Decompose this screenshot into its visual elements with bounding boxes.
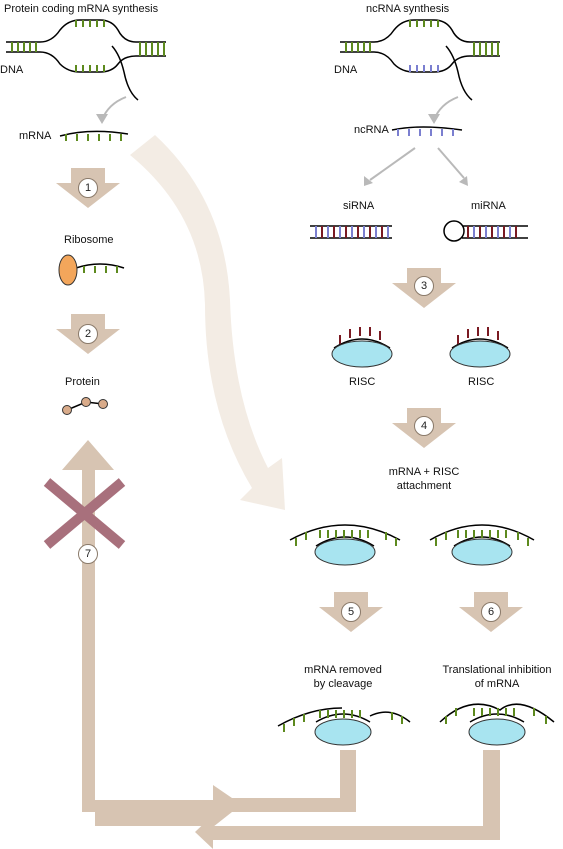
sirna-rungs-blue xyxy=(315,226,389,238)
right-dna-rungs-a xyxy=(345,42,371,52)
inhibition-pairs xyxy=(473,708,515,716)
inhibition-mrna xyxy=(439,703,555,723)
risc-label-right: RISC xyxy=(468,376,495,388)
right-dna-top-strand xyxy=(340,19,500,43)
ribosome-label: Ribosome xyxy=(64,234,114,246)
cleavage-pairs xyxy=(319,710,361,718)
ncrna-bases xyxy=(397,129,454,136)
ribosome-mrna-bases xyxy=(83,266,118,273)
step-badge-1: 1 xyxy=(78,178,98,198)
ncrna-label: ncRNA xyxy=(354,124,389,136)
small-arrow-to-mirna xyxy=(437,147,468,186)
attach-right-mrna xyxy=(429,524,535,541)
left-dna-bubble-bottom xyxy=(75,65,105,72)
left-dna-bubble-top xyxy=(75,20,105,27)
curved-flow-arrow xyxy=(130,135,285,510)
left-dna-label: DNA xyxy=(0,64,24,76)
step-badge-4: 4 xyxy=(414,416,434,436)
step-badge-6: 6 xyxy=(481,602,501,622)
risc-left-bases xyxy=(339,327,381,344)
left-dna-rungs-a xyxy=(11,42,37,52)
risc-label-left: RISC xyxy=(349,376,376,388)
right-dna-bottom-strand xyxy=(340,51,500,73)
cleavage-label-line2: by cleavage xyxy=(313,678,373,690)
mirna-rungs-red xyxy=(467,226,517,238)
mrna-label: mRNA xyxy=(19,130,52,142)
return-arrow xyxy=(62,440,356,827)
ribosome-mrna-strand xyxy=(75,263,125,269)
left-title: Protein coding mRNA synthesis xyxy=(4,3,159,15)
attach-left-mrna-bases xyxy=(295,532,397,546)
risc-body-left xyxy=(331,340,393,368)
mrna-strand xyxy=(59,130,129,137)
right-dna-label: DNA xyxy=(334,64,358,76)
right-dna-bubble-bottom xyxy=(409,65,439,72)
cleavage-label-line1: mRNA removed xyxy=(304,664,382,676)
risc-body-attach-right xyxy=(451,538,513,566)
cleavage-mrna-right xyxy=(369,711,411,723)
risc-body-inhibition xyxy=(468,718,526,746)
left-dna-bottom-strand xyxy=(6,51,166,73)
attach-label-line1: mRNA + RISC xyxy=(388,466,460,478)
inhibition-label-line1: Translational inhibition xyxy=(442,664,552,676)
mirna-label: miRNA xyxy=(471,200,506,212)
cleavage-mrna-left xyxy=(277,707,343,727)
inhibition-label-line2: of mRNA xyxy=(474,678,520,690)
sirna-label: siRNA xyxy=(343,200,375,212)
left-dna-top-strand xyxy=(6,19,166,43)
risc-right-bases xyxy=(457,327,499,344)
inhibition-cross xyxy=(43,478,126,549)
right-title: ncRNA synthesis xyxy=(366,3,450,15)
right-dna-bubble-top xyxy=(409,20,439,27)
return-arrow-branch xyxy=(195,750,500,849)
step-badge-5: 5 xyxy=(341,602,361,622)
attach-right-pairs xyxy=(457,530,507,538)
step-badge-7: 7 xyxy=(78,544,98,564)
cleavage-bases xyxy=(283,712,403,732)
left-dna-rungs-b xyxy=(139,42,165,56)
right-dna-rungs-b xyxy=(473,42,499,56)
small-arrow-to-sirna xyxy=(364,147,416,186)
risc-body-right xyxy=(449,340,511,368)
sirna-rungs-red xyxy=(321,226,383,238)
risc-body-attach-left xyxy=(314,538,376,566)
left-dna-transcript xyxy=(111,45,139,101)
return-arrow-link xyxy=(95,800,213,826)
small-arrow-left-dna-mrna xyxy=(96,96,127,124)
mirna-rungs-blue xyxy=(473,226,511,238)
mirna-hairpin-loop xyxy=(443,220,465,242)
small-arrow-right-dna-ncrna xyxy=(428,96,459,124)
ncrna-strand xyxy=(391,126,463,131)
attach-label-line2: attachment xyxy=(396,480,452,492)
protein-chain xyxy=(62,397,108,415)
attach-left-pairs xyxy=(319,530,369,538)
attach-right-mrna-bases xyxy=(435,532,529,546)
mrna-bases xyxy=(65,134,122,141)
step-badge-3: 3 xyxy=(414,276,434,296)
right-dna-transcript xyxy=(445,45,473,101)
protein-label: Protein xyxy=(65,376,100,388)
inhibition-bases xyxy=(445,708,547,724)
attach-left-mrna xyxy=(289,524,401,541)
step-badge-2: 2 xyxy=(78,324,98,344)
ribosome-shape xyxy=(58,254,78,286)
risc-body-cleavage xyxy=(314,718,372,746)
